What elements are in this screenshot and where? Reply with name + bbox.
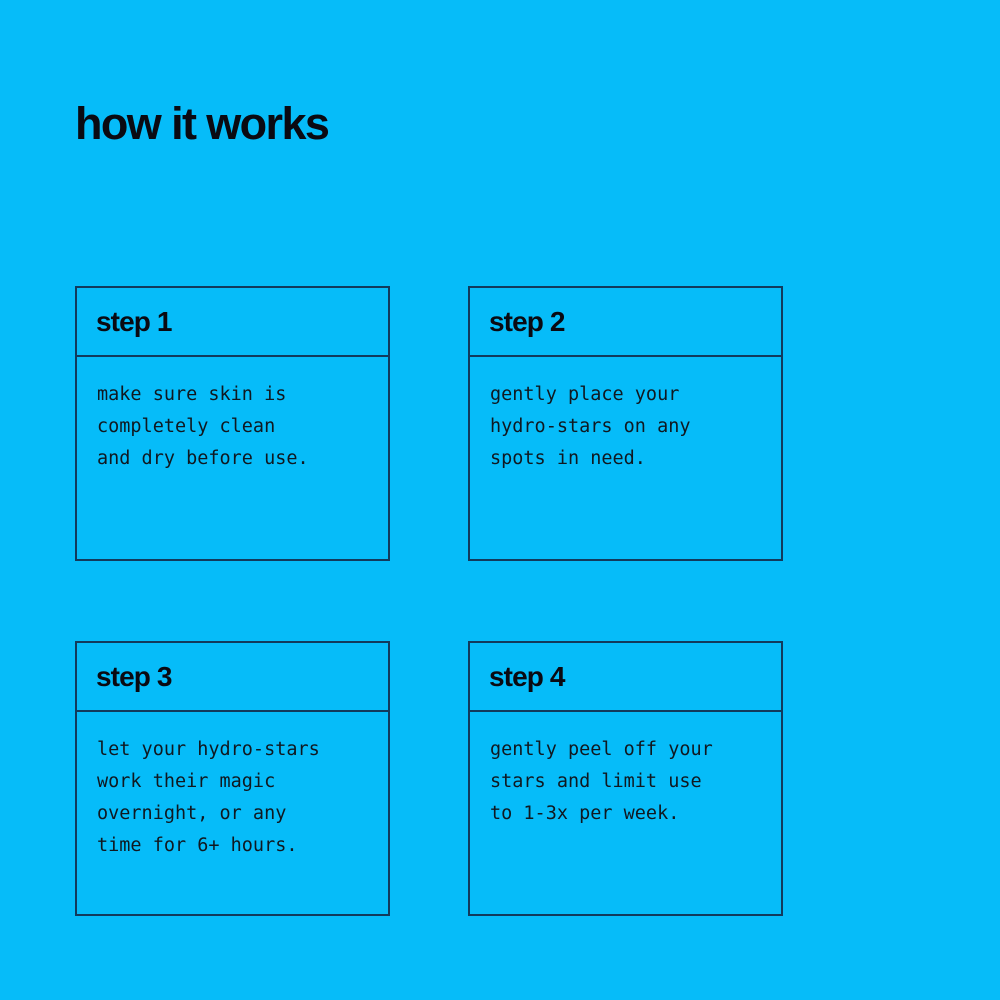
step-card-2-header: step 2 [470, 288, 781, 357]
step-card-2-body: gently place your hydro-stars on any spo… [470, 357, 781, 559]
step-card-3-title: step 3 [96, 660, 172, 692]
step-card-4-header: step 4 [470, 643, 781, 712]
step-card-1-title: step 1 [96, 305, 172, 337]
step-card-2: step 2 gently place your hydro-stars on … [468, 286, 783, 561]
steps-row-2: step 3 let your hydro-stars work their m… [75, 641, 787, 916]
step-card-1-header: step 1 [77, 288, 388, 357]
steps-row-1: step 1 make sure skin is completely clea… [75, 286, 787, 561]
step-card-4-title: step 4 [489, 660, 565, 692]
step-card-4-text: gently peel off your stars and limit use… [490, 739, 713, 824]
step-card-3-body: let your hydro-stars work their magic ov… [77, 712, 388, 914]
step-card-4: step 4 gently peel off your stars and li… [468, 641, 783, 916]
step-card-3-header: step 3 [77, 643, 388, 712]
step-card-1-text: make sure skin is completely clean and d… [97, 384, 309, 469]
step-card-1: step 1 make sure skin is completely clea… [75, 286, 390, 561]
step-card-2-title: step 2 [489, 305, 565, 337]
page-title: how it works [75, 98, 330, 149]
steps-grid: step 1 make sure skin is completely clea… [75, 286, 787, 916]
step-card-1-body: make sure skin is completely clean and d… [77, 357, 388, 559]
step-card-4-body: gently peel off your stars and limit use… [470, 712, 781, 914]
step-card-3: step 3 let your hydro-stars work their m… [75, 641, 390, 916]
step-card-3-text: let your hydro-stars work their magic ov… [97, 739, 320, 856]
step-card-2-text: gently place your hydro-stars on any spo… [490, 384, 691, 469]
